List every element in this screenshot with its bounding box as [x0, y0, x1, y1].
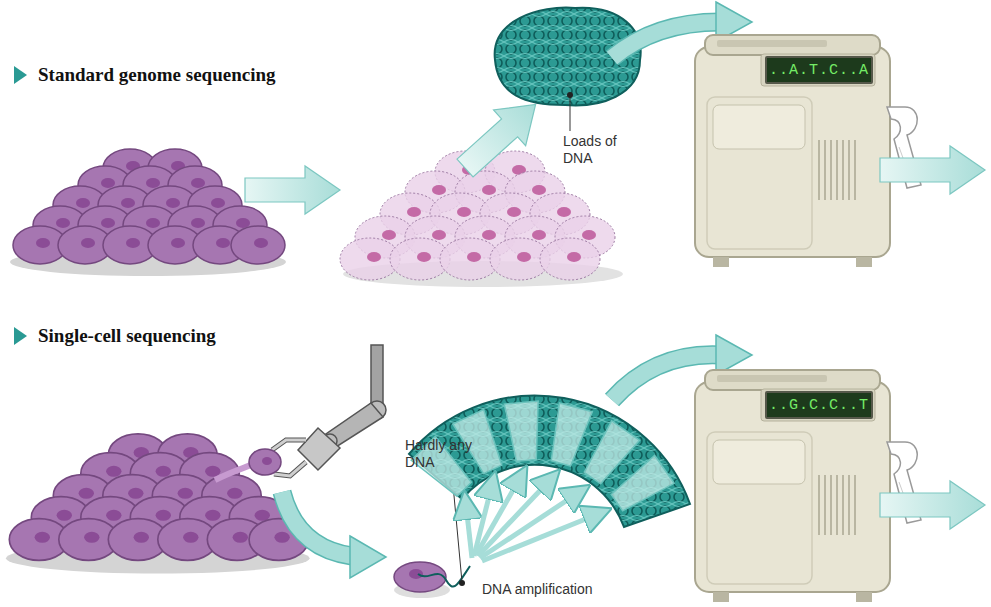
illustration	[544, 403, 592, 468]
heading-marker	[14, 327, 27, 345]
dna-strand	[418, 566, 470, 587]
process-arrow	[350, 536, 386, 578]
robot-arm	[371, 345, 383, 405]
picked-cell	[262, 457, 272, 465]
robot-arm	[272, 345, 386, 476]
cell-pile	[10, 149, 286, 276]
section-heading: Single-cell sequencing	[38, 325, 358, 347]
process-arrow	[245, 166, 340, 214]
amplified-dna	[409, 396, 690, 527]
amplification-arrows	[466, 505, 472, 558]
cell-pile	[6, 434, 310, 574]
leader-dot	[459, 580, 465, 586]
leader-line	[570, 95, 571, 131]
sequencer-display: ..G.C.C..T	[765, 391, 873, 419]
callout-label: Loads of DNA	[563, 133, 635, 167]
single-cell	[394, 562, 446, 592]
lysed-cell-pile	[540, 238, 600, 280]
process-arrow	[880, 146, 985, 194]
display-text: ..G.C.C..T	[769, 397, 869, 414]
heading-marker	[14, 66, 27, 84]
robot-arm	[272, 440, 306, 450]
callout-label: DNA amplification	[482, 581, 652, 598]
robot-arm	[272, 440, 306, 450]
process-arrow	[880, 481, 985, 529]
display-text: ..A.T.C..A	[769, 62, 869, 79]
illustration	[695, 35, 921, 267]
illustration	[695, 370, 921, 602]
callout-label: Hardly any DNA	[405, 437, 481, 471]
process-arrow	[282, 492, 352, 556]
illustration	[607, 455, 674, 516]
amplification-arrows	[466, 478, 598, 561]
process-arrow	[282, 492, 352, 556]
sequencer-display: ..A.T.C..A	[765, 56, 873, 84]
section-heading: Standard genome sequencing	[38, 64, 358, 86]
single-cell	[409, 569, 423, 579]
picked-cell	[249, 449, 281, 475]
amplification-arrows	[482, 514, 598, 561]
lysed-cell-pile	[340, 151, 623, 287]
illustration	[504, 401, 543, 462]
leader-dot	[567, 92, 573, 98]
